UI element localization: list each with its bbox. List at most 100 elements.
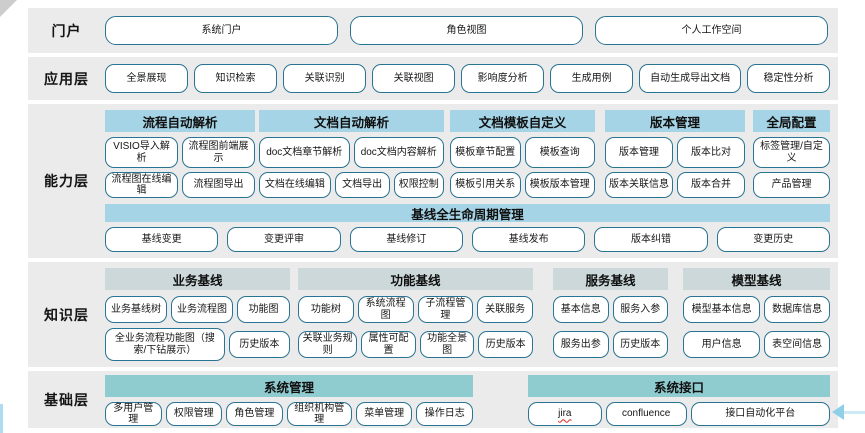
feature-button[interactable]: 业务流程图 xyxy=(171,296,233,323)
feature-button[interactable]: 基本信息 xyxy=(553,296,609,323)
feature-button[interactable]: 历史版本 xyxy=(478,331,533,358)
feature-button[interactable]: 关联业务规则 xyxy=(298,331,358,358)
feature-button[interactable]: 服务入参 xyxy=(612,296,668,323)
feature-button[interactable]: 属性可配置 xyxy=(361,331,416,358)
group-header-service-baseline: 服务基线 xyxy=(553,268,668,290)
group-function-baseline: 功能基线 功能树 系统流程图 子流程管理 关联服务 关联业务规则 属性可配置 功… xyxy=(298,268,533,361)
group-system-interface: 系统接口 jira confluence 接口自动化平台 xyxy=(528,375,830,426)
feature-button[interactable]: 流程图在线编辑 xyxy=(105,172,178,198)
feature-button[interactable]: 功能树 xyxy=(298,296,354,323)
feature-button[interactable]: 模板章节配置 xyxy=(450,137,521,168)
foundation-groups: 系统管理 多用户管理 权限管理 角色管理 组织机构管理 菜单管理 操作日志 系统… xyxy=(105,375,830,426)
feature-button[interactable]: 服务出参 xyxy=(553,331,609,358)
bottom-right-arrow-tail xyxy=(843,411,865,414)
feature-button[interactable]: 自动生成导出文档 xyxy=(639,64,741,93)
baseline-buttons-row: 基线变更 变更评审 基线修订 基线发布 版本纠错 变更历史 xyxy=(105,227,830,252)
feature-button[interactable]: 权限管理 xyxy=(165,402,223,426)
feature-button[interactable]: 全景展现 xyxy=(105,64,189,93)
jira-label: jira xyxy=(558,408,572,420)
feature-button[interactable]: 角色管理 xyxy=(226,402,283,426)
btn-jira[interactable]: jira xyxy=(528,402,602,426)
btn-system-portal[interactable]: 系统门户 xyxy=(105,16,338,45)
portal-layer-band: 门户 系统门户 角色视图 个人工作空间 xyxy=(28,8,838,53)
capability-groups: 流程自动解析 VISIO导入解析 流程图前端展示 流程图在线编辑 流程图导出 文… xyxy=(105,110,830,198)
feature-button[interactable]: 基线发布 xyxy=(471,227,586,252)
feature-button[interactable]: 用户信息 xyxy=(683,331,761,358)
feature-button[interactable]: 业务基线树 xyxy=(105,296,167,323)
layer-label-knowledge: 知识层 xyxy=(44,306,89,323)
corner-fold-decoration xyxy=(0,0,17,17)
feature-button[interactable]: 流程图导出 xyxy=(182,172,255,198)
feature-button[interactable]: 关联视图 xyxy=(372,64,456,93)
group-global-config: 全局配置 标签管理/自定义 产品管理 xyxy=(753,110,830,198)
group-system-management: 系统管理 多用户管理 权限管理 角色管理 组织机构管理 菜单管理 操作日志 xyxy=(105,375,474,426)
feature-button[interactable]: 历史版本 xyxy=(228,331,290,358)
feature-button[interactable]: 变更评审 xyxy=(227,227,341,252)
feature-button[interactable]: 生成用例 xyxy=(550,64,634,93)
feature-button[interactable]: 子流程管理 xyxy=(417,296,474,323)
feature-button[interactable]: 数据库信息 xyxy=(764,296,830,323)
group-business-baseline: 业务基线 业务基线树 业务流程图 功能图 全业务流程功能图（搜索/下钻展示） 历… xyxy=(105,268,290,361)
feature-button[interactable]: 文档在线编辑 xyxy=(259,172,331,198)
feature-button[interactable]: doc文档内容解析 xyxy=(353,137,444,168)
feature-button[interactable]: 版本比对 xyxy=(677,137,745,168)
btn-confluence[interactable]: confluence xyxy=(605,402,687,426)
group-service-baseline: 服务基线 基本信息 服务入参 服务出参 历史版本 xyxy=(553,268,668,361)
bottom-left-accent-bar xyxy=(0,404,3,433)
btn-interface-automation-platform[interactable]: 接口自动化平台 xyxy=(690,402,830,426)
feature-button[interactable]: 版本关联信息 xyxy=(605,172,673,198)
group-header-business-baseline: 业务基线 xyxy=(105,268,290,290)
feature-button[interactable]: 模板查询 xyxy=(524,137,595,168)
feature-button[interactable]: VISIO导入解析 xyxy=(105,137,178,168)
feature-button[interactable]: 表空间信息 xyxy=(764,331,830,358)
portal-buttons-row: 系统门户 角色视图 个人工作空间 xyxy=(105,8,830,53)
feature-button[interactable]: 全业务流程功能图（搜索/下钻展示） xyxy=(105,328,225,361)
feature-button[interactable]: 功能全景图 xyxy=(419,331,475,358)
application-layer-band: 应用层 全景展现 知识检索 关联识别 关联视图 影响度分析 生成用例 自动生成导… xyxy=(28,57,838,100)
feature-button[interactable]: 功能图 xyxy=(237,296,290,323)
capability-layer-band: 能力层 流程自动解析 VISIO导入解析 流程图前端展示 流程图在线编辑 流程图… xyxy=(28,104,838,258)
feature-button[interactable]: 历史版本 xyxy=(612,331,668,358)
feature-button[interactable]: 关联服务 xyxy=(477,296,533,323)
group-model-baseline: 模型基线 模型基本信息 数据库信息 用户信息 表空间信息 xyxy=(683,268,830,361)
feature-button[interactable]: doc文档章节解析 xyxy=(259,137,350,168)
feature-button[interactable]: 产品管理 xyxy=(753,172,830,198)
feature-button[interactable]: 模板引用关系 xyxy=(450,172,521,198)
feature-button[interactable]: 知识检索 xyxy=(194,64,278,93)
btn-role-view[interactable]: 角色视图 xyxy=(350,16,583,45)
feature-button[interactable]: 权限控制 xyxy=(393,172,444,198)
feature-button[interactable]: 组织机构管理 xyxy=(286,402,352,426)
feature-button[interactable]: 版本管理 xyxy=(605,137,673,168)
group-header-doc-auto-parse: 文档自动解析 xyxy=(259,110,444,132)
feature-button[interactable]: 稳定性分析 xyxy=(746,64,830,93)
feature-button[interactable]: 文档导出 xyxy=(334,172,390,198)
feature-button[interactable]: 多用户管理 xyxy=(105,402,162,426)
feature-button[interactable]: 模板版本管理 xyxy=(524,172,595,198)
btn-personal-workspace[interactable]: 个人工作空间 xyxy=(595,16,828,45)
group-doc-template-custom: 文档模板自定义 模板章节配置 模板查询 模板引用关系 模板版本管理 xyxy=(450,110,595,198)
feature-button[interactable]: 版本纠错 xyxy=(594,227,708,252)
feature-button[interactable]: 菜单管理 xyxy=(355,402,413,426)
feature-button[interactable]: 操作日志 xyxy=(416,402,474,426)
feature-button[interactable]: 模型基本信息 xyxy=(683,296,761,323)
feature-button[interactable]: 系统流程图 xyxy=(357,296,414,323)
feature-button[interactable]: 关联识别 xyxy=(283,64,367,93)
group-process-auto-parse: 流程自动解析 VISIO导入解析 流程图前端展示 流程图在线编辑 流程图导出 xyxy=(105,110,255,198)
layer-label-capability: 能力层 xyxy=(44,173,89,189)
feature-button[interactable]: 版本合并 xyxy=(677,172,745,198)
feature-button[interactable]: 基线变更 xyxy=(105,227,219,252)
group-header-system-interface: 系统接口 xyxy=(528,375,830,397)
feature-button[interactable]: 基线修订 xyxy=(349,227,463,252)
group-header-doc-template-custom: 文档模板自定义 xyxy=(450,110,595,132)
foundation-layer-band: 基础层 系统管理 多用户管理 权限管理 角色管理 组织机构管理 菜单管理 操作日… xyxy=(28,371,838,428)
feature-button[interactable]: 变更历史 xyxy=(716,227,830,252)
knowledge-groups: 业务基线 业务基线树 业务流程图 功能图 全业务流程功能图（搜索/下钻展示） 历… xyxy=(105,268,830,361)
feature-button[interactable]: 流程图前端展示 xyxy=(182,137,255,168)
layer-label-portal: 门户 xyxy=(51,22,82,39)
group-header-baseline-lifecycle: 基线全生命周期管理 xyxy=(105,204,830,222)
feature-button[interactable]: 标签管理/自定义 xyxy=(753,137,830,168)
group-doc-auto-parse: 文档自动解析 doc文档章节解析 doc文档内容解析 文档在线编辑 文档导出 权… xyxy=(259,110,444,198)
layer-label-foundation: 基础层 xyxy=(44,391,89,408)
feature-button[interactable]: 影响度分析 xyxy=(461,64,545,93)
